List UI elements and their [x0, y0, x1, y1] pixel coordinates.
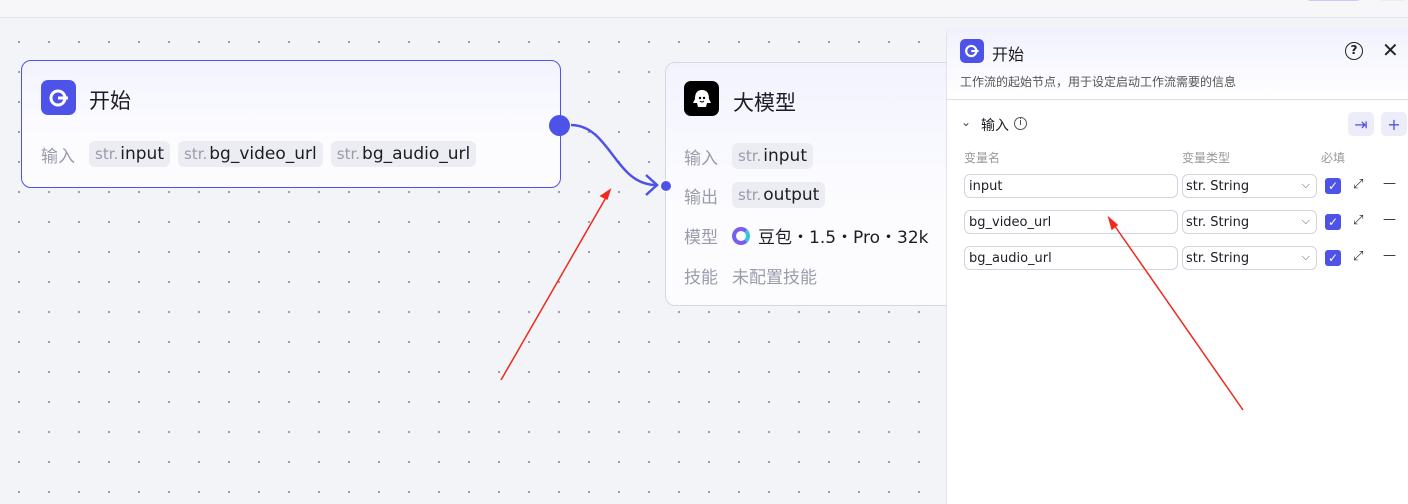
col-name-header: 变量名: [964, 151, 1001, 165]
llm-node-title: 大模型: [733, 91, 796, 115]
expand-icon[interactable]: ⤢: [1353, 213, 1364, 228]
toolbar-button[interactable]: [1306, 0, 1361, 1]
col-required-header: 必填: [1321, 151, 1346, 165]
connection-edge[interactable]: [570, 123, 657, 187]
variable-type-select[interactable]: str. String⌵: [1182, 246, 1317, 270]
help-icon[interactable]: ?: [1345, 42, 1363, 60]
variable-name-input[interactable]: bg_video_url: [964, 210, 1178, 234]
section-title: 输入: [981, 118, 1009, 134]
panel-title: 开始: [992, 45, 1025, 64]
remove-icon[interactable]: —: [1383, 212, 1396, 227]
variable-tag: str.input: [732, 143, 813, 169]
variable-type-select[interactable]: str. String⌵: [1182, 174, 1317, 198]
variable-tag: str.bg_audio_url: [330, 141, 477, 167]
top-toolbar: [0, 0, 1408, 18]
expand-icon[interactable]: ⤢: [1353, 249, 1364, 264]
variable-tag: str.bg_video_url: [178, 141, 323, 167]
skill-value: 未配置技能: [732, 268, 817, 288]
start-node-icon: [960, 39, 984, 63]
collapse-chevron-icon[interactable]: ⌄: [961, 115, 972, 129]
llm-input-port[interactable]: [660, 180, 672, 192]
add-variable-button[interactable]: +: [1381, 112, 1407, 136]
import-button[interactable]: ⇥: [1348, 112, 1374, 136]
input-label: 输入: [41, 146, 75, 167]
start-node-title: 开始: [89, 89, 131, 113]
output-label: 输出: [684, 187, 718, 208]
panel-description: 工作流的起始节点，用于设定启动工作流需要的信息: [960, 75, 1237, 89]
input-label: 输入: [684, 148, 718, 169]
chevron-down-icon: ⌵: [1301, 178, 1310, 191]
doubao-icon: [732, 226, 750, 245]
variable-type-select[interactable]: str. String⌵: [1182, 210, 1317, 234]
required-checkbox[interactable]: ✓: [1325, 178, 1341, 194]
close-icon[interactable]: ✕: [1382, 38, 1399, 62]
col-type-header: 变量类型: [1182, 151, 1231, 165]
node-config-panel: 开始 ? ✕ 工作流的起始节点，用于设定启动工作流需要的信息 ⌄ 输入 i ⇥ …: [946, 27, 1408, 504]
model-label: 模型: [684, 228, 718, 248]
llm-node[interactable]: 大模型 输入 str.input 输出 str.output 模型 豆包・1.5…: [665, 62, 965, 306]
variable-tag: str.output: [732, 182, 826, 208]
info-icon: i: [1014, 117, 1027, 130]
start-node[interactable]: 开始 输入 str.input str.bg_video_url str.bg_…: [21, 60, 561, 188]
variable-tag: str.input: [89, 141, 170, 167]
model-name: 豆包・1.5・Pro・32k: [758, 228, 929, 248]
expand-icon[interactable]: ⤢: [1353, 177, 1364, 192]
remove-icon[interactable]: —: [1383, 176, 1396, 191]
llm-node-icon: [684, 81, 719, 116]
required-checkbox[interactable]: ✓: [1325, 214, 1341, 230]
start-node-icon: [41, 80, 76, 115]
edge-arrowhead: [645, 174, 659, 196]
chevron-down-icon: ⌵: [1301, 250, 1310, 263]
skill-label: 技能: [684, 268, 718, 288]
remove-icon[interactable]: —: [1383, 248, 1396, 263]
toolbar-button[interactable]: [1378, 0, 1408, 1]
start-output-port[interactable]: [549, 115, 570, 136]
required-checkbox[interactable]: ✓: [1325, 250, 1341, 266]
chevron-down-icon: ⌵: [1301, 214, 1310, 227]
variable-name-input[interactable]: bg_audio_url: [964, 246, 1178, 270]
variable-name-input[interactable]: input: [964, 174, 1178, 198]
